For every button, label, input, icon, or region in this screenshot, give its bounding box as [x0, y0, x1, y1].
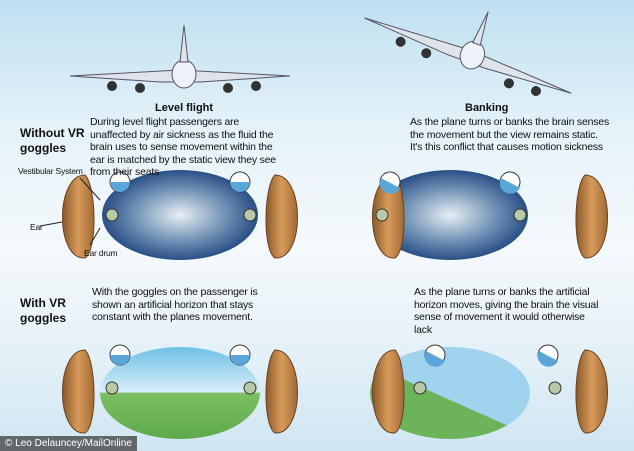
without-vr-label: Without VR goggles — [20, 126, 85, 155]
vr-horizon-level — [100, 347, 260, 439]
plane-banking-icon — [364, 11, 572, 97]
cabin-view-level — [102, 170, 258, 260]
cabin-view-banking — [372, 170, 528, 260]
plane-level-icon — [69, 24, 291, 93]
vr-banking-text: As the plane turns or banks the artifici… — [414, 286, 599, 336]
fluid-gauge-icons — [105, 171, 562, 395]
level-flight-title: Level flight — [155, 102, 214, 114]
with-vr-label: With VR goggles — [20, 296, 67, 325]
label-pointers — [39, 177, 101, 246]
vestibular-system-label: Vestibular System — [18, 166, 83, 176]
ear-icons — [62, 174, 608, 434]
level-flight-text: During level flight passengers are unaff… — [90, 116, 276, 178]
ear-label: Ear — [30, 222, 43, 232]
banking-text: As the plane turns or banks the brain se… — [410, 116, 609, 153]
vr-level-text: With the goggles on the passenger is sho… — [92, 286, 258, 323]
banking-title: Banking — [465, 102, 509, 114]
image-credit: © Leo Delauncey/MailOnline — [0, 436, 137, 451]
ear-drum-label: Ear drum — [84, 248, 118, 258]
